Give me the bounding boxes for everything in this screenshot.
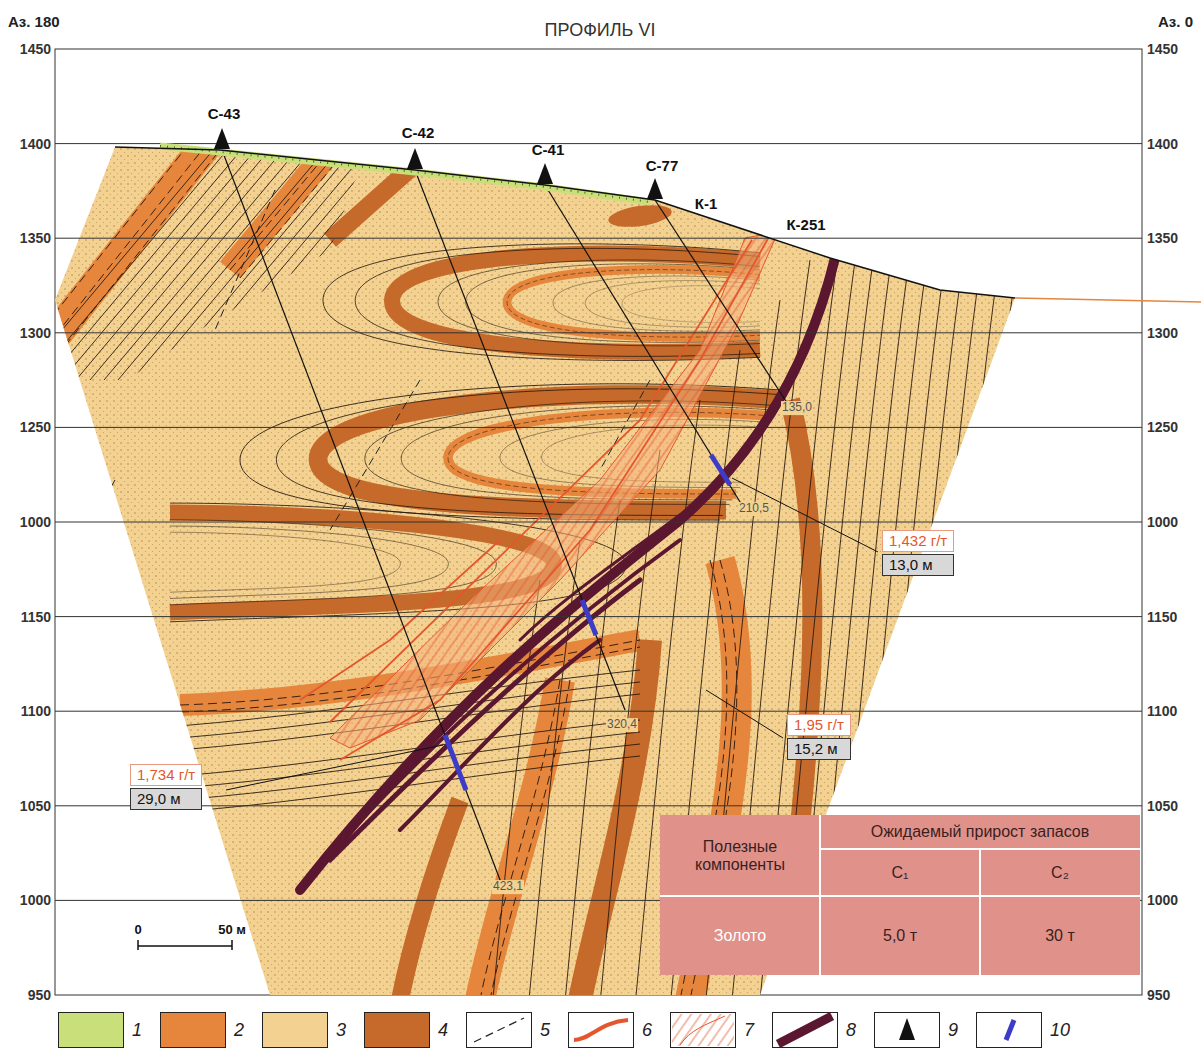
borehole-name: С-41: [532, 141, 565, 158]
table-cell: С₁: [892, 864, 909, 882]
elevation-tick: 1100: [21, 703, 51, 719]
table-cell: 5,0 т: [883, 927, 917, 945]
elevation-tick: 1450: [20, 41, 51, 57]
elevation-tick: 1450: [1147, 41, 1178, 57]
azimuth-label: Аз. 180: [8, 13, 60, 30]
legend-number: 2: [234, 1020, 244, 1041]
table-cell: С₂: [1051, 864, 1069, 882]
elevation-tick: 950: [1147, 987, 1170, 1003]
legend-number: 9: [948, 1020, 958, 1041]
thickness-value: 29,0 м: [130, 788, 202, 810]
legend-number: 10: [1050, 1020, 1070, 1041]
legend-number: 1: [132, 1020, 142, 1041]
table-cell: 30 т: [1045, 927, 1075, 945]
borehole-name: С-43: [208, 105, 241, 122]
elevation-tick: 1250: [1147, 419, 1178, 435]
grade-value: 1,95 г/т: [787, 714, 851, 736]
elevation-tick: 1400: [20, 136, 51, 152]
elevation-tick: 1000: [1147, 514, 1178, 530]
legend-number: 7: [744, 1020, 754, 1041]
grade-value: 1,432 г/т: [882, 530, 954, 552]
table-cell: Ожидаемый прирост запасов: [825, 823, 1135, 841]
elevation-tick: 1250: [20, 419, 51, 435]
elevation-tick: 1050: [1147, 798, 1178, 814]
grade-value: 1,734 г/т: [130, 764, 202, 786]
assay-callout: 1,734 г/т29,0 м: [130, 764, 202, 810]
legend-swatch: [364, 1012, 430, 1048]
legend-number: 3: [336, 1020, 346, 1041]
thickness-value: 13,0 м: [882, 554, 954, 576]
borehole-depth: 423,1: [492, 880, 524, 894]
legend-number: 5: [540, 1020, 550, 1041]
trench-name: К-1: [695, 195, 718, 212]
trench-name: К-251: [786, 216, 825, 233]
scale-label: 0: [134, 923, 141, 938]
elevation-tick: 1000: [20, 514, 51, 530]
legend-swatch: [160, 1012, 226, 1048]
elevation-tick: 1300: [20, 325, 51, 341]
assay-callout: 1,432 г/т13,0 м: [882, 530, 954, 576]
scale-label: 50 м: [218, 923, 246, 938]
elevation-tick: 1400: [1147, 136, 1178, 152]
table-cell: Золото: [714, 927, 766, 945]
elevation-tick: 1350: [20, 230, 51, 246]
assay-callout: 1,95 г/т15,2 м: [787, 714, 851, 760]
elevation-tick: 1100: [1147, 703, 1177, 719]
borehole-name: С-42: [402, 124, 435, 141]
borehole-depth: 210,5: [738, 502, 770, 516]
legend-swatch: [58, 1012, 124, 1048]
elevation-tick: 1150: [21, 609, 51, 625]
legend-number: 4: [438, 1020, 448, 1041]
elevation-tick: 1300: [1147, 325, 1178, 341]
table-cell: Полезные компоненты: [665, 838, 815, 875]
legend-swatch: [262, 1012, 328, 1048]
borehole-name: С-77: [646, 157, 679, 174]
azimuth-label: Аз. 0: [1158, 13, 1193, 30]
thickness-value: 15,2 м: [787, 738, 851, 760]
elevation-tick: 1000: [1147, 892, 1178, 908]
borehole-depth: 135,0: [781, 401, 813, 415]
borehole-depth: 320,4: [606, 718, 638, 732]
elevation-tick: 1050: [20, 798, 51, 814]
elevation-tick: 1350: [1147, 230, 1178, 246]
legend-number: 8: [846, 1020, 856, 1041]
section-title: ПРОФИЛЬ VI: [545, 20, 656, 41]
elevation-tick: 1150: [1147, 609, 1177, 625]
legend-number: 6: [642, 1020, 652, 1041]
elevation-tick: 950: [28, 987, 51, 1003]
elevation-tick: 1000: [20, 892, 51, 908]
